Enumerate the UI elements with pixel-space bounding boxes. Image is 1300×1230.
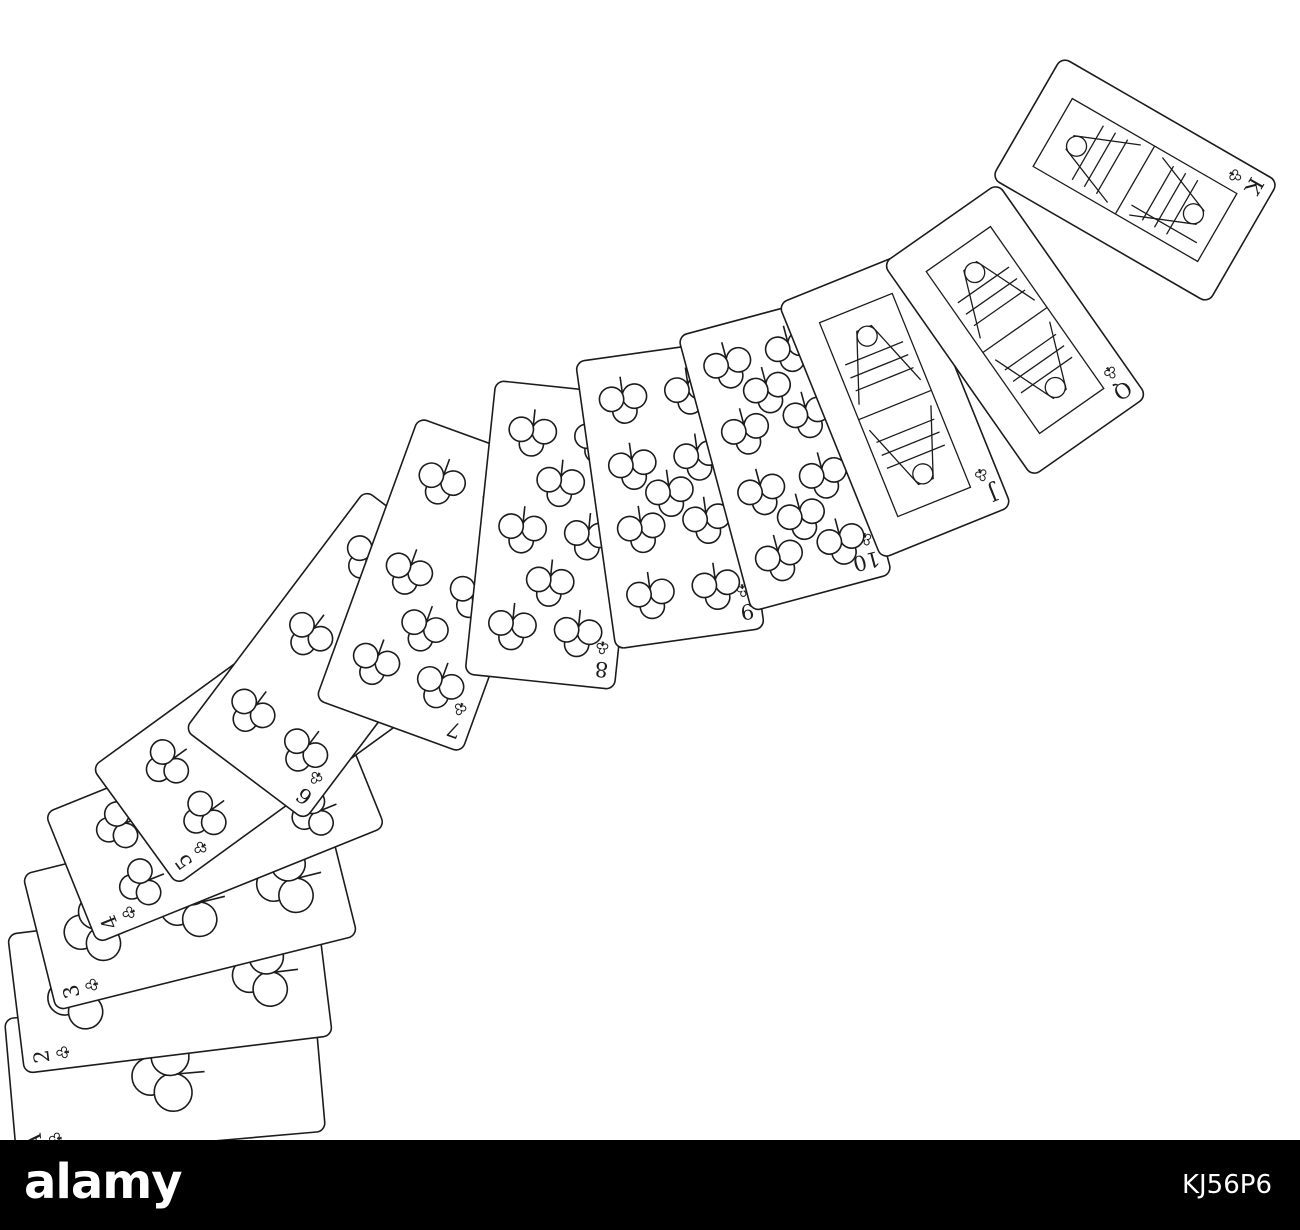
club-pip-icon [616, 505, 666, 554]
card-k-of-clubs: K♣ [994, 59, 1276, 301]
card-q-of-clubs: Q♣ [885, 186, 1145, 474]
clubs-icon: ♣ [450, 697, 470, 720]
court-figure-j [818, 292, 972, 518]
clubs-icon: ♣ [53, 1044, 74, 1061]
clubs-icon: ♣ [81, 976, 103, 995]
club-pip-icon [626, 571, 675, 620]
club-pip-icon [816, 518, 865, 565]
club-pip-icon [703, 342, 752, 389]
club-pip-icon [283, 728, 329, 772]
clubs-icon: ♣ [46, 1131, 66, 1140]
club-pip-icon [598, 376, 648, 424]
club-pip-icon [798, 452, 847, 499]
club-pip-icon [607, 442, 657, 490]
club-pip-icon [498, 506, 548, 554]
club-pip-icon [183, 790, 227, 836]
club-pip-icon [231, 688, 276, 733]
club-pip-icon [118, 858, 165, 906]
card-rank-label: 8 [594, 656, 610, 681]
club-pip-icon [776, 493, 825, 541]
club-pip-icon [742, 366, 792, 414]
club-pip-icon [691, 562, 741, 611]
clubs-icon: ♣ [594, 637, 610, 657]
alamy-logo: alamy [24, 1154, 183, 1210]
watermark-bar: alamy KJ56P6 [0, 1140, 1300, 1230]
card-j-of-clubs: J♣ [780, 253, 1010, 557]
club-pip-icon [385, 549, 434, 595]
club-pip-icon [508, 409, 558, 457]
club-pip-icon [488, 602, 537, 651]
club-pip-icon [720, 408, 770, 455]
club-pip-icon [145, 739, 190, 784]
card-fan-illustration: A♣2♣3♣4♣5♣6♣7♣8♣9♣10♣J♣Q♣K♣ [4, 59, 1276, 1140]
card-rank-label: 2 [29, 1048, 54, 1064]
club-pip-icon [645, 469, 694, 517]
club-pip-icon [737, 468, 786, 516]
club-pip-icon [525, 559, 575, 607]
card-rank-label: 3 [58, 982, 85, 1001]
club-pip-icon [536, 459, 586, 508]
card-rank-label: A [22, 1132, 47, 1140]
club-pip-icon [418, 458, 467, 505]
court-figure-k [1032, 97, 1238, 263]
club-pip-icon [352, 639, 401, 686]
image-id: KJ56P6 [1181, 1170, 1272, 1200]
club-pip-icon [401, 605, 449, 652]
club-pip-icon [754, 534, 804, 582]
club-pip-icon [416, 662, 465, 709]
club-pip-icon [289, 611, 334, 656]
court-figure-q [925, 225, 1105, 435]
club-pip-icon [553, 609, 603, 658]
